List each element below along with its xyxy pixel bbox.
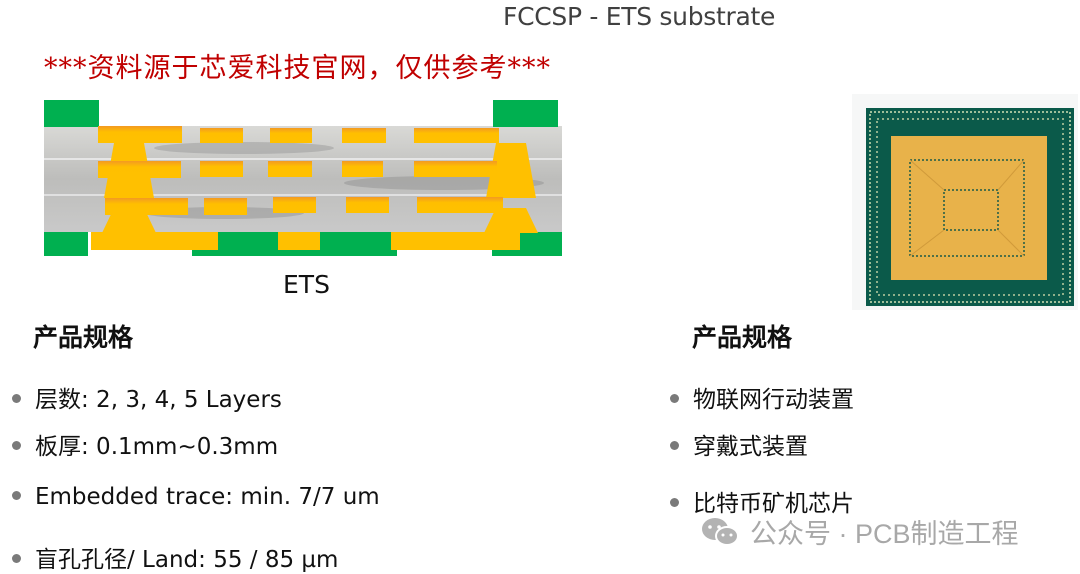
bullet-icon — [670, 498, 679, 507]
bullet-icon — [12, 441, 21, 450]
list-item: 穿戴式装置 — [670, 427, 808, 461]
list-item: 层数: 2, 3, 4, 5 Layers — [12, 380, 282, 414]
source-notice: ***资料源于芯爱科技官网，仅供参考*** — [44, 53, 551, 84]
bullet-icon — [12, 554, 21, 563]
list-item: 板厚: 0.1mm~0.3mm — [12, 427, 278, 461]
wechat-watermark: 公众号 · PCB制造工程 — [700, 512, 1019, 551]
page-title: FCCSP - ETS substrate — [503, 2, 776, 31]
wechat-icon — [702, 517, 739, 546]
list-item: 盲孔孔径/ Land: 55 / 85 µm — [12, 540, 338, 574]
bullet-icon — [670, 394, 679, 403]
right-section-title: 产品规格 — [692, 324, 793, 352]
bullet-icon — [12, 394, 21, 403]
list-item: Embedded trace: min. 7/7 um — [12, 484, 380, 510]
left-section-title: 产品规格 — [33, 324, 134, 352]
list-item: 比特币矿机芯片 — [670, 484, 854, 518]
chip-substrate-image — [852, 94, 1078, 310]
diagram-label: ETS — [283, 270, 330, 299]
bullet-icon — [12, 491, 21, 500]
ets-cross-section-diagram — [44, 98, 562, 259]
list-item: 物联网行动装置 — [670, 380, 854, 414]
bullet-icon — [670, 441, 679, 450]
